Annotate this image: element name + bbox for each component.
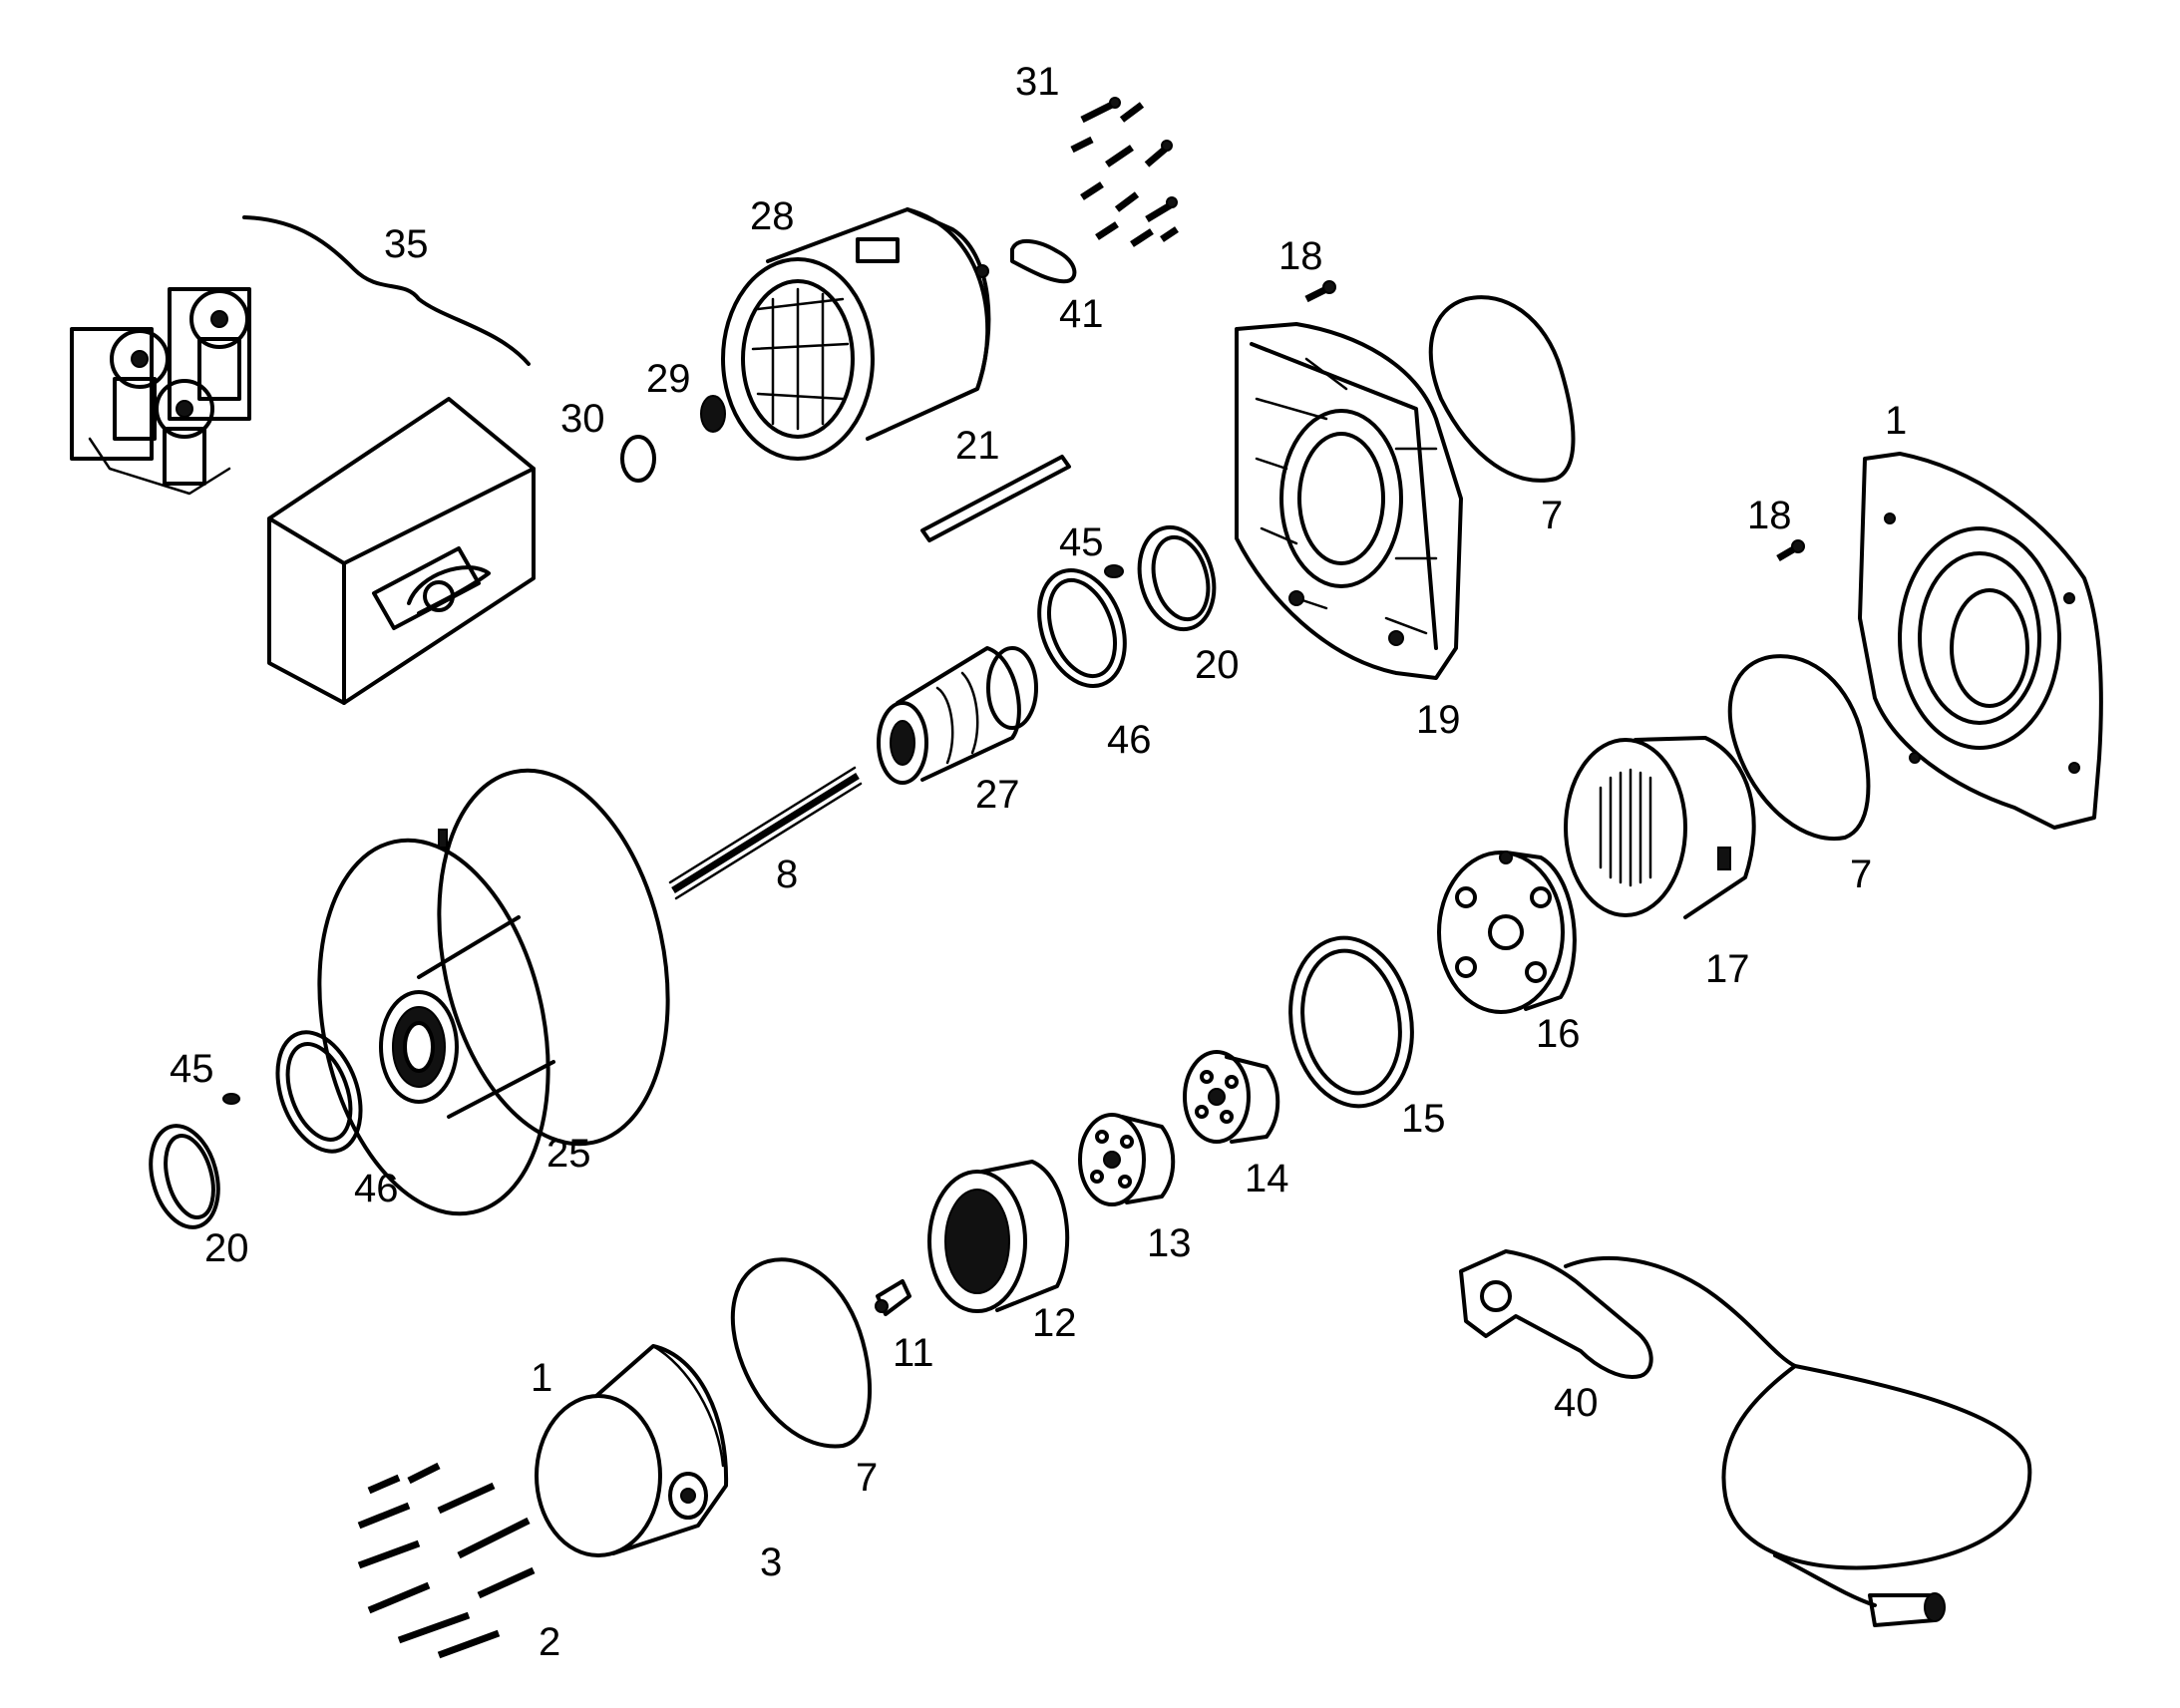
bushing-46-upper: [1037, 567, 1127, 689]
label-part-40: 40: [1554, 1381, 1599, 1425]
label-part-18b: 18: [1747, 494, 1792, 537]
gear-housing-1-lower: [535, 1344, 729, 1557]
bushing-46-lower: [275, 1030, 363, 1154]
label-part-16: 16: [1536, 1012, 1581, 1056]
label-part-1a: 1: [1885, 399, 1907, 443]
terminal-boot-41: [1010, 239, 1077, 284]
gasket-7-lower: [730, 1257, 873, 1449]
label-part-41: 41: [1059, 292, 1104, 336]
label-part-17: 17: [1705, 947, 1750, 991]
label-part-14: 14: [1245, 1157, 1289, 1200]
setscrew-45-lower: [222, 1093, 240, 1105]
label-part-46a: 46: [1107, 718, 1152, 762]
label-part-2: 2: [539, 1620, 560, 1664]
snap-ring-30: [620, 435, 656, 483]
label-part-15: 15: [1401, 1097, 1446, 1141]
label-part-45b: 45: [170, 1047, 214, 1091]
solenoid-pack-drawing: [70, 287, 251, 496]
label-part-20b: 20: [204, 1226, 249, 1270]
label-part-12: 12: [1032, 1301, 1077, 1345]
screws-31-drawing: [1070, 97, 1179, 247]
callout-labels: 1 1 2 3 7 7 7 8 11 12 13 14 15 16 17 18 …: [170, 60, 1907, 1664]
label-part-46b: 46: [354, 1167, 399, 1210]
label-part-7c: 7: [856, 1456, 878, 1500]
label-part-27: 27: [975, 773, 1020, 817]
label-part-20a: 20: [1195, 643, 1240, 687]
label-part-31: 31: [1015, 60, 1060, 104]
planet-carrier-13-drawing: [1078, 1113, 1176, 1206]
label-part-19: 19: [1416, 698, 1461, 742]
label-part-29: 29: [646, 357, 691, 401]
label-part-25: 25: [546, 1132, 591, 1176]
brake-12-drawing: [927, 1160, 1070, 1313]
label-part-18a: 18: [1278, 234, 1323, 278]
seal-20-lower: [149, 1124, 220, 1229]
seal-20-upper: [1137, 524, 1217, 632]
setscrew-45-upper: [1104, 564, 1124, 578]
planet-carrier-14-drawing: [1183, 1050, 1280, 1144]
control-box-cover-drawing: [267, 397, 536, 705]
planet-carrier-16-drawing: [1437, 851, 1577, 1014]
label-part-45a: 45: [1059, 520, 1104, 564]
gasket-7-middle: [1727, 654, 1871, 842]
label-part-7b: 7: [1850, 853, 1872, 896]
thrust-washer-15: [1288, 935, 1414, 1109]
label-part-7a: 7: [1541, 494, 1563, 537]
input-shaft-11: [875, 1279, 911, 1316]
clutch-27-drawing: [877, 646, 1038, 785]
label-part-11: 11: [893, 1331, 934, 1375]
cable-drum-25-drawing: [317, 768, 670, 1216]
label-part-35: 35: [384, 222, 429, 266]
drive-shaft-8: [671, 773, 860, 893]
screws-2-drawing: [357, 1462, 536, 1659]
ring-gear-17-drawing: [1564, 736, 1756, 919]
label-part-3: 3: [760, 1540, 782, 1584]
motor-drawing: [721, 207, 991, 461]
label-part-28: 28: [750, 194, 795, 238]
label-part-30: 30: [560, 397, 605, 441]
bearing-29: [700, 395, 726, 433]
screw-18-upper: [1304, 280, 1336, 303]
label-part-1b: 1: [531, 1356, 552, 1400]
control-cable-35: [242, 215, 531, 366]
label-part-21: 21: [955, 424, 1000, 468]
end-housing-19-drawing: [1235, 322, 1463, 680]
label-part-13: 13: [1147, 1221, 1192, 1265]
screw-18-right: [1776, 539, 1805, 562]
remote-control-40-drawing: [1459, 1249, 2032, 1627]
end-housing-1-right: [1858, 452, 2103, 830]
tie-rod-21: [920, 455, 1071, 542]
gasket-7-upper: [1428, 295, 1576, 483]
label-part-8: 8: [776, 853, 798, 896]
